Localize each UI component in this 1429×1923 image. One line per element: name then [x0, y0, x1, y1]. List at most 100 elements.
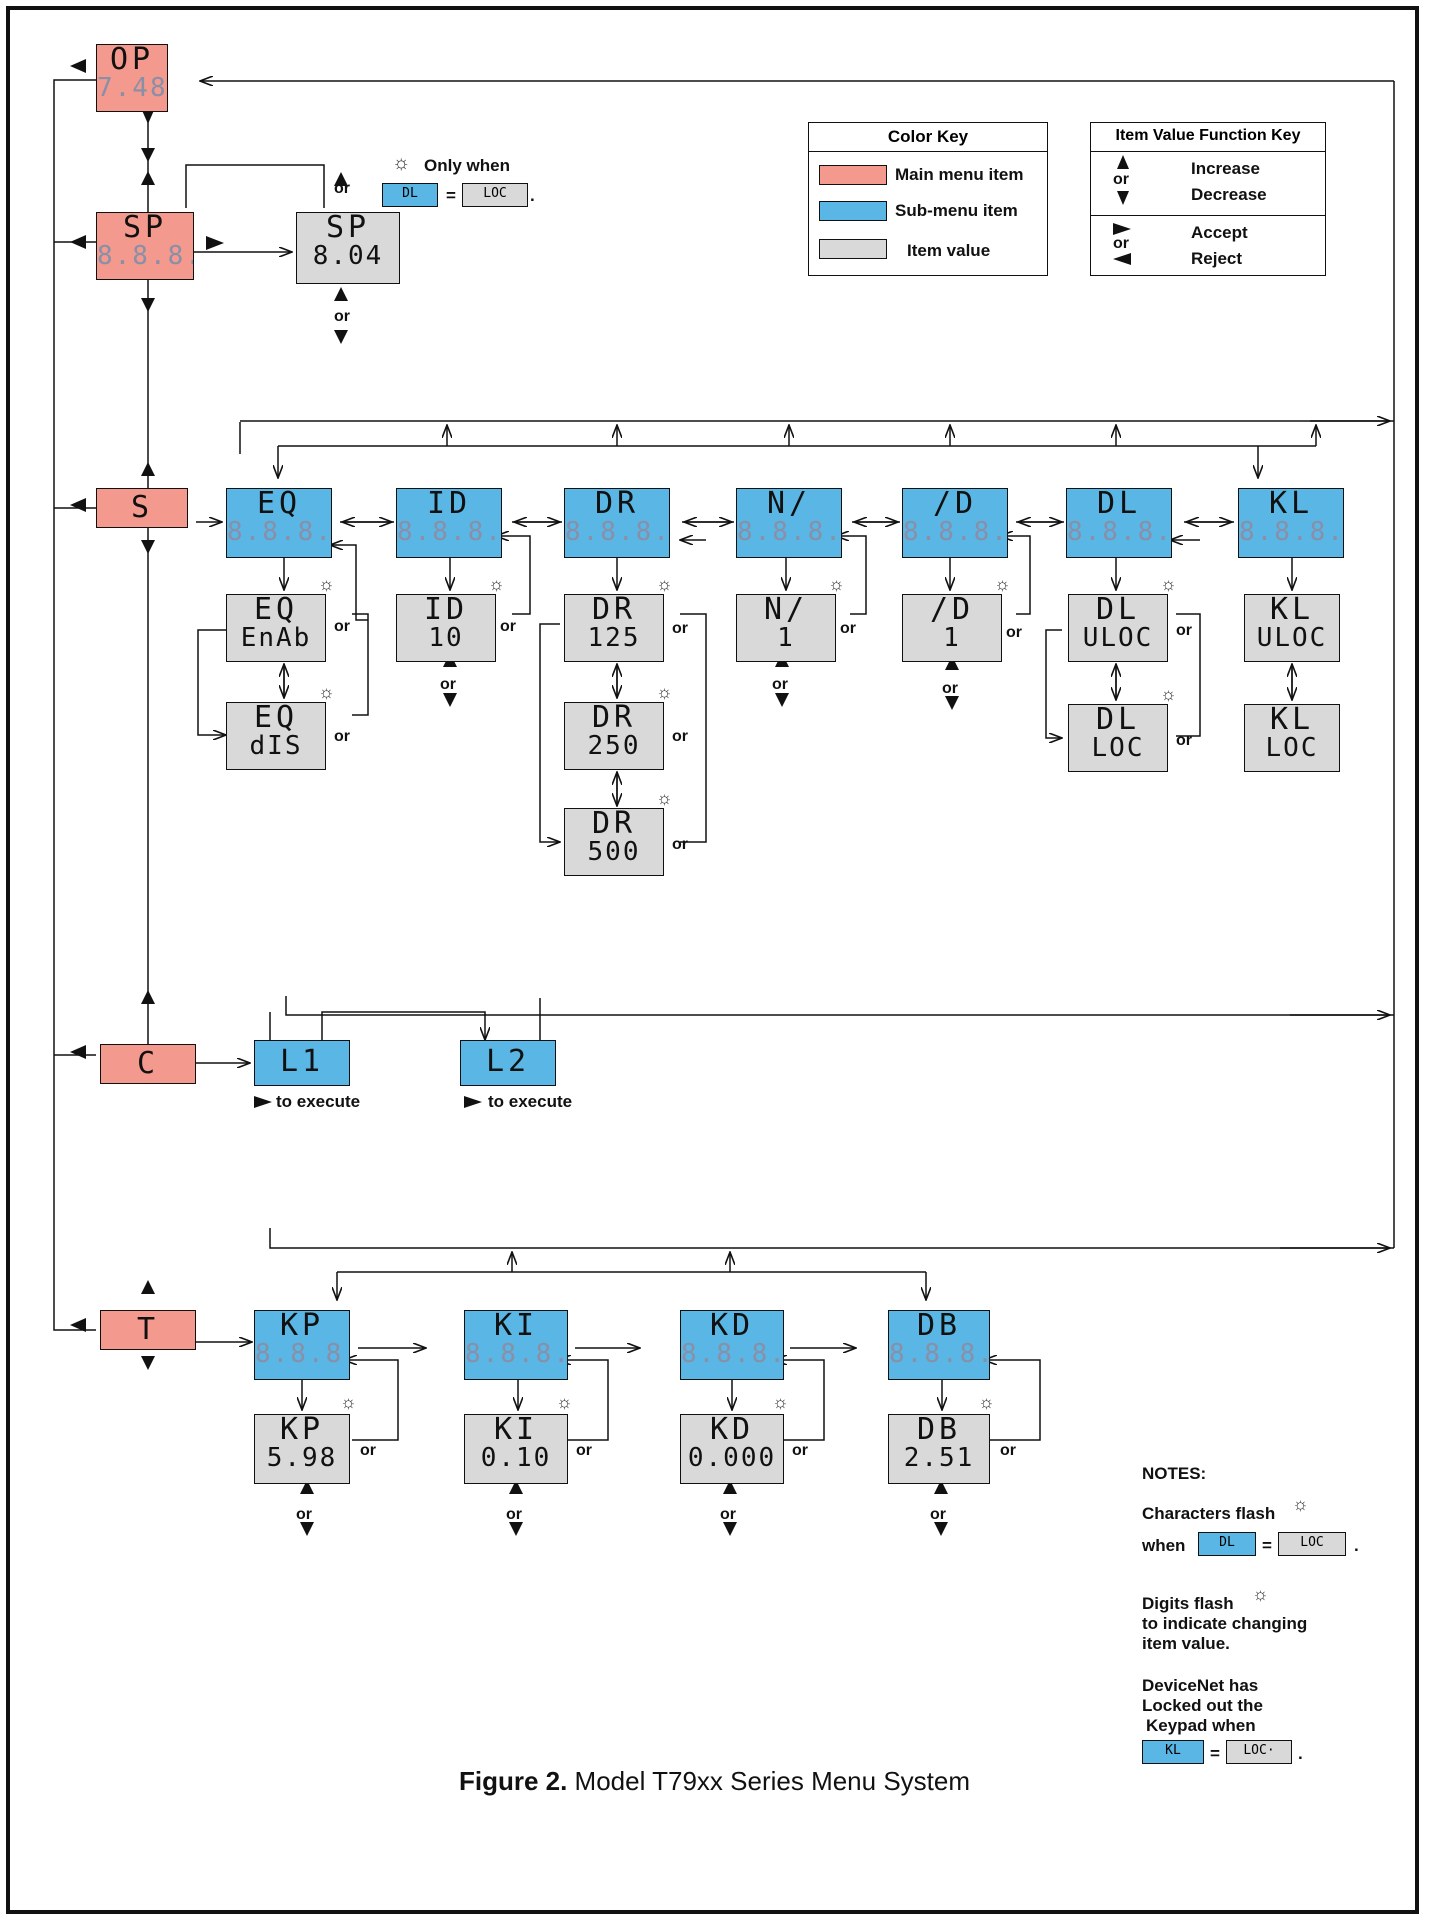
- flash-icon: ☼: [994, 574, 1011, 594]
- left-icon: [1113, 253, 1131, 265]
- dr-label: DR: [594, 488, 640, 521]
- right-icon: [1113, 223, 1131, 235]
- color-key-title: Color Key: [809, 123, 1047, 152]
- equals-sign: =: [446, 186, 456, 205]
- sub-item-id[interactable]: ID8.8.8.8: [396, 488, 502, 558]
- val-label: KP: [279, 1414, 325, 1447]
- fk-reject: Reject: [1191, 249, 1243, 268]
- val-value: 5.98: [266, 1443, 338, 1473]
- or-label: or: [840, 620, 856, 637]
- flash-icon: ☼: [1252, 1584, 1269, 1604]
- val-label: KD: [709, 1414, 755, 1447]
- main-item-sp[interactable]: SP 8.8.8.8: [96, 212, 194, 280]
- sub-item-dr[interactable]: DR8.8.8.8: [564, 488, 670, 558]
- sp-value-box[interactable]: SP 8.04: [296, 212, 400, 284]
- or-label: or: [1006, 624, 1022, 641]
- or-label: or: [942, 680, 958, 697]
- swatch-value: [819, 239, 887, 259]
- color-key-sub: Sub-menu item: [895, 201, 1018, 220]
- main-item-op[interactable]: OP 7.48: [96, 44, 168, 112]
- val-label: EQ: [253, 702, 299, 735]
- figure-text: Model T79xx Series Menu System: [567, 1766, 971, 1796]
- kd-label: KD: [709, 1310, 755, 1343]
- t-label: T: [136, 1312, 160, 1347]
- main-item-s[interactable]: S: [96, 488, 188, 528]
- l1-label: L1: [279, 1044, 325, 1079]
- sub-item-ki[interactable]: KI8.8.8.8: [464, 1310, 568, 1380]
- flash-icon: ☼: [318, 682, 335, 702]
- flash-icon: ☼: [772, 1392, 789, 1412]
- sub-item-kp[interactable]: KP8.8.8.8: [254, 1310, 350, 1380]
- sub-item-l2[interactable]: L2: [460, 1040, 556, 1086]
- sub-item-db[interactable]: DB8.8.8.8: [888, 1310, 990, 1380]
- d-label: /D: [932, 488, 978, 521]
- kp-label: KP: [279, 1310, 325, 1343]
- fk-accept: Accept: [1191, 223, 1248, 242]
- sub-item-dl[interactable]: DL8.8.8.8: [1066, 488, 1172, 558]
- fk-decrease: Decrease: [1191, 185, 1267, 204]
- val-value: dIS: [249, 731, 303, 761]
- flash-icon: ☼: [656, 682, 673, 702]
- main-item-t[interactable]: T: [100, 1310, 196, 1350]
- sp-val-value: 8.04: [312, 241, 384, 271]
- figure-caption: Figure 2. Model T79xx Series Menu System: [0, 1766, 1429, 1797]
- notes-line-2c: item value.: [1142, 1634, 1230, 1653]
- figure-label: Figure 2.: [458, 1766, 568, 1796]
- sub-item-kl[interactable]: KL8.8.8.8: [1238, 488, 1344, 558]
- or-label: or: [1176, 732, 1192, 749]
- value-n-1[interactable]: N/1: [736, 594, 836, 662]
- sub-item-eq[interactable]: EQ8.8.8.8: [226, 488, 332, 558]
- kd-value: 8.8.8.8: [681, 1339, 783, 1369]
- val-label: EQ: [253, 594, 299, 627]
- val-label: ID: [423, 594, 469, 627]
- val-label: DB: [916, 1414, 962, 1447]
- val-label: DL: [1095, 704, 1141, 737]
- period: .: [1354, 1536, 1359, 1555]
- main-item-c[interactable]: C: [100, 1044, 196, 1084]
- notes-line-3c: Keypad when: [1146, 1716, 1256, 1735]
- fk-or-1: or: [1113, 171, 1129, 188]
- val-label: KL: [1269, 594, 1315, 627]
- val-label: DL: [1095, 594, 1141, 627]
- flash-icon: ☼: [978, 1392, 995, 1412]
- op-value: 7.48: [97, 73, 168, 103]
- sub-item-kd[interactable]: KD8.8.8.8: [680, 1310, 784, 1380]
- period: .: [530, 186, 535, 205]
- only-when-text: Only when: [424, 156, 510, 175]
- or-label: or: [440, 676, 456, 693]
- or-label: or: [1000, 1442, 1016, 1459]
- sp-label: SP: [122, 212, 168, 245]
- equals-sign: =: [1262, 1536, 1272, 1555]
- eq-value: 8.8.8.8: [227, 517, 332, 547]
- or-label: or: [1176, 622, 1192, 639]
- sub-item-d[interactable]: /D8.8.8.8: [902, 488, 1008, 558]
- flash-icon: ☼: [1160, 684, 1177, 704]
- notes-title: NOTES:: [1142, 1464, 1207, 1483]
- or-label: or: [296, 1506, 312, 1523]
- n-value: 8.8.8.8: [737, 517, 842, 547]
- val-value: 10: [428, 623, 464, 653]
- db-label: DB: [916, 1310, 962, 1343]
- sub-item-n[interactable]: N/8.8.8.8: [736, 488, 842, 558]
- fk-increase: Increase: [1191, 159, 1260, 178]
- flash-icon: ☼: [656, 574, 673, 594]
- flash-icon: ☼: [1292, 1494, 1309, 1514]
- sub-item-l1[interactable]: L1: [254, 1040, 350, 1086]
- notes-line-2b: to indicate changing: [1142, 1614, 1308, 1633]
- val-value: 250: [587, 731, 641, 761]
